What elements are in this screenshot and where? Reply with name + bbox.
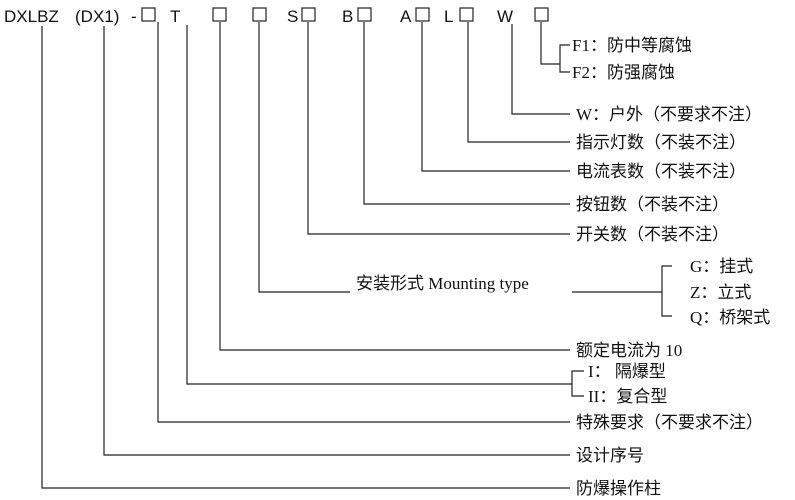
leader-special bbox=[157, 22, 570, 423]
label-rated-current: 额定电流为 10 bbox=[576, 341, 682, 360]
slot-indicator bbox=[459, 7, 474, 22]
leader-product bbox=[41, 26, 570, 489]
code-T: T bbox=[170, 7, 180, 26]
label-mount-g: G：挂式 bbox=[690, 257, 753, 276]
label-product: 防爆操作柱 bbox=[576, 479, 661, 498]
label-switches: 开关数（不装不注） bbox=[576, 225, 729, 244]
label-mount-z: Z：立式 bbox=[690, 283, 751, 302]
code-B: B bbox=[342, 7, 353, 26]
label-f1: F1：防中等腐蚀 bbox=[572, 36, 692, 55]
slot-switch bbox=[301, 7, 316, 22]
label-type-i: I： 隔爆型 bbox=[588, 362, 666, 381]
bracket-mounting bbox=[661, 265, 672, 317]
label-type-ii: II：复合型 bbox=[588, 387, 667, 406]
leader-rated-current bbox=[219, 22, 570, 351]
slot-button bbox=[357, 7, 372, 22]
slot-corrosion bbox=[534, 7, 549, 22]
slot-mounting bbox=[252, 7, 267, 22]
code-S: S bbox=[287, 7, 298, 26]
code-alt: (DX1) bbox=[75, 7, 119, 26]
code-W: W bbox=[497, 7, 513, 26]
label-mount-q: Q：桥架式 bbox=[690, 308, 770, 327]
leader-buttons bbox=[363, 22, 570, 205]
code-A: A bbox=[400, 7, 412, 26]
leader-type bbox=[186, 25, 572, 385]
leader-mounting bbox=[258, 22, 350, 293]
leader-corrosion bbox=[540, 22, 560, 65]
bracket-type bbox=[571, 370, 584, 397]
label-mounting: 安装形式 Mounting type bbox=[356, 274, 529, 293]
leader-ammeter bbox=[421, 22, 570, 172]
leader-switches bbox=[307, 22, 570, 235]
code-prefix: DXLBZ bbox=[4, 7, 59, 26]
label-design-no: 设计序号 bbox=[576, 446, 644, 465]
leader-indicator bbox=[467, 22, 570, 143]
slot-special bbox=[141, 7, 156, 22]
code-dash: - bbox=[131, 7, 137, 26]
leader-w bbox=[511, 24, 570, 115]
label-special: 特殊要求（不要求不注） bbox=[576, 413, 763, 432]
bracket-corrosion bbox=[559, 44, 570, 73]
label-w: W：户外（不要求不注） bbox=[576, 105, 762, 124]
code-L: L bbox=[444, 7, 453, 26]
slot-current bbox=[212, 7, 227, 22]
slot-ammeter bbox=[415, 7, 430, 22]
label-f2: F2：防强腐蚀 bbox=[572, 63, 675, 82]
label-ammeter: 电流表数（不装不注） bbox=[576, 162, 746, 181]
leader-design-no bbox=[103, 26, 570, 456]
label-buttons: 按钮数（不装不注） bbox=[576, 195, 729, 214]
label-indicator: 指示灯数（不装不注） bbox=[576, 133, 746, 152]
